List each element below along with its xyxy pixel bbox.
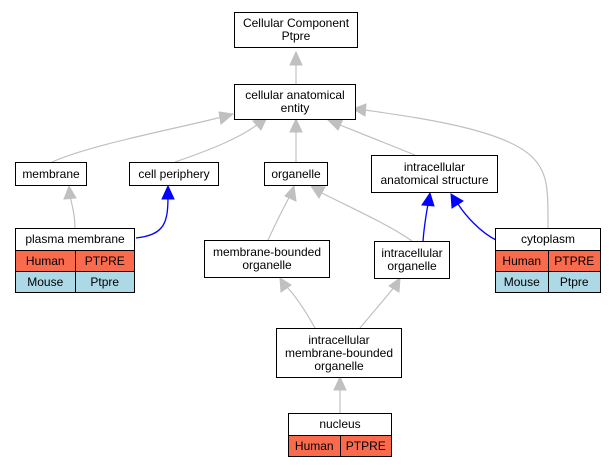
node-label-line2: Ptpre [281, 29, 311, 43]
edge-cytoplasm-cae [364, 109, 549, 229]
node-label: cell periphery [138, 166, 210, 181]
node-label: nucleus [289, 414, 391, 436]
ortholog-row-mouse: Mouse Ptpre [16, 271, 134, 292]
edge-io-ias [422, 203, 429, 242]
species-cell: Mouse [503, 275, 540, 289]
node-label-line1: Cellular Component [242, 16, 350, 30]
arrowhead-cellperiphery [161, 184, 175, 200]
node-label: organelle [271, 166, 321, 181]
gene-cell: Ptpre [547, 272, 601, 292]
node-organelle[interactable]: organelle [264, 162, 328, 186]
node-intracellular-anatomical-structure[interactable]: intracellular anatomical structure [371, 155, 498, 193]
gene-cell: Ptpre [74, 272, 135, 292]
node-label-line2: organelle [387, 259, 437, 273]
arrowhead-mbo [279, 277, 292, 293]
species-cell: Human [502, 254, 542, 268]
node-label-line1: intracellular [381, 246, 443, 260]
node-label-line3: organelle [314, 358, 364, 373]
edge-imbo-io [359, 285, 396, 329]
arrowhead-membrane [63, 184, 77, 200]
node-nucleus[interactable]: nucleus Human PTPRE [288, 413, 392, 457]
edge-imbo-mbo [284, 284, 316, 329]
species-cell: Human [25, 254, 65, 268]
node-label-line1: membrane-bounded [212, 245, 322, 259]
arrowhead-ias-from-io [421, 191, 435, 207]
ortholog-row-mouse: Mouse Ptpre [496, 271, 600, 292]
node-intracellular-membrane-bounded-organelle[interactable]: intracellular membrane-bounded organelle [276, 328, 402, 378]
arrowhead-cae-from-cytoplasm [351, 103, 367, 117]
edge-io-organelle [319, 191, 413, 242]
gene-cell: PTPRE [339, 436, 392, 456]
node-cell-periphery[interactable]: cell periphery [129, 162, 219, 186]
node-label: membrane [22, 166, 80, 181]
node-label-line2: entity [280, 101, 310, 115]
species-cell: Mouse [27, 275, 64, 289]
arrowhead-cae-from-membrane [218, 111, 235, 125]
gene-cell: PTPRE [74, 251, 135, 271]
node-cellular-anatomical-entity[interactable]: cellular anatomical entity [234, 84, 356, 120]
node-label-line1: cellular anatomical [245, 88, 345, 102]
node-cytoplasm[interactable]: cytoplasm Human PTPRE Mouse Ptpre [495, 228, 601, 293]
ortholog-row-human: Human PTPRE [496, 251, 600, 271]
edge-ias-cae [339, 124, 416, 156]
node-label-line2: anatomical structure [380, 173, 489, 187]
node-label-line2: membrane-bounded [284, 345, 394, 360]
node-cellular-component-ptpre[interactable]: Cellular Component Ptpre [234, 12, 358, 48]
species-cell: Human [294, 439, 334, 453]
arrowhead-cae-from-organelle [289, 117, 303, 133]
arrowhead-imbo [333, 375, 347, 391]
edge-plasmamembrane-membrane [69, 195, 76, 229]
edge-cellperiphery-cae [174, 123, 259, 163]
edge-mbo-organelle [267, 195, 291, 241]
ortholog-row-human: Human PTPRE [289, 436, 391, 456]
node-label-line1: intracellular [403, 160, 466, 174]
node-label: cytoplasm [496, 229, 600, 251]
edge-membrane-cae [51, 116, 223, 163]
node-membrane[interactable]: membrane [15, 162, 87, 186]
arrowhead-root [289, 50, 303, 66]
arrowhead-ias-from-cytoplasm [450, 193, 464, 209]
node-label-line1: intracellular [308, 332, 370, 347]
arrowhead-organelle-from-io [310, 185, 326, 199]
ortholog-row-human: Human PTPRE [16, 251, 134, 271]
edge-cytoplasm-ias [457, 203, 497, 241]
gene-cell: PTPRE [547, 251, 601, 271]
node-membrane-bounded-organelle[interactable]: membrane-bounded organelle [204, 240, 330, 278]
node-intracellular-organelle[interactable]: intracellular organelle [374, 241, 450, 279]
node-label-line2: organelle [242, 258, 292, 272]
arrowhead-cae-from-ias [326, 118, 344, 131]
node-plasma-membrane[interactable]: plasma membrane Human PTPRE Mouse Ptpre [15, 228, 135, 293]
arrowhead-io [388, 276, 401, 293]
arrowhead-organelle-from-mbo [284, 184, 297, 202]
node-label: plasma membrane [16, 229, 134, 251]
edge-plasmamembrane-cellperiphery [135, 195, 169, 239]
